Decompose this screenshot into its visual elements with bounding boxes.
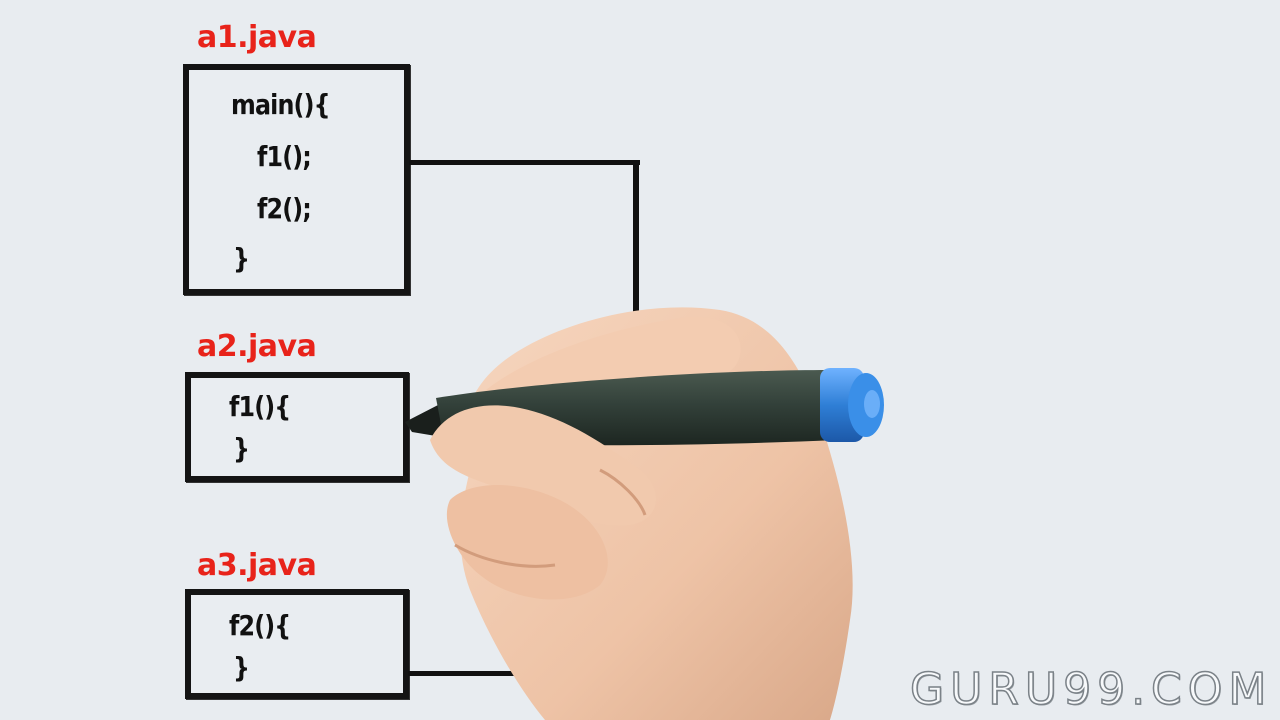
- hand-thumb: [430, 405, 657, 526]
- file-label-a1: a1.java: [197, 20, 317, 55]
- code-line-close-f1: }: [233, 432, 250, 465]
- marker-barrel: [436, 370, 838, 446]
- code-line-close-f2: }: [233, 651, 250, 684]
- code-line-def-f2: f2(){: [229, 609, 291, 642]
- connector-a3-horizontal: [408, 671, 528, 676]
- marker-pen: [405, 368, 884, 446]
- connector-a1-vertical: [633, 160, 639, 350]
- watermark: GURU99.COM: [909, 663, 1273, 716]
- hand-curled-fingers: [446, 485, 608, 600]
- code-box-a1: main(){ f1(); f2(); }: [183, 64, 410, 295]
- code-box-a2: f1(){ }: [185, 372, 409, 482]
- file-label-a3: a3.java: [197, 548, 317, 583]
- connector-a1-horizontal: [409, 160, 640, 165]
- code-line-call-f1: f1();: [257, 140, 312, 173]
- marker-cap-end: [848, 373, 884, 437]
- code-line-close-main: }: [233, 242, 250, 275]
- hand-palm: [460, 307, 853, 720]
- marker-cap: [820, 368, 864, 442]
- code-line-main: main(){: [231, 88, 331, 121]
- hand-index-finger: [480, 316, 741, 420]
- code-line-call-f2: f2();: [257, 192, 312, 225]
- code-line-def-f1: f1(){: [229, 390, 291, 423]
- marker-tip: [405, 404, 448, 438]
- code-box-a3: f2(){ }: [185, 589, 409, 699]
- file-label-a2: a2.java: [197, 329, 317, 364]
